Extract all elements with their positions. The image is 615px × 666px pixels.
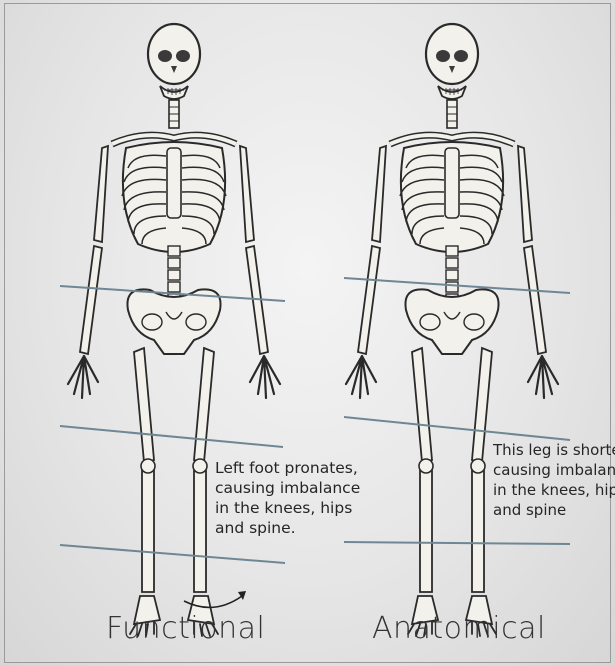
- caption-anatomical: Anatomical: [372, 611, 546, 646]
- caption-functional: Functional: [106, 611, 265, 646]
- note-functional-line-4: and spine.: [215, 518, 360, 538]
- skeleton-functional: [68, 24, 280, 636]
- note-anatomical-line-4: and spine: [493, 500, 615, 520]
- note-functional-line-3: in the knees, hips: [215, 498, 360, 518]
- note-anatomical-line-1: This leg is shorter: [493, 440, 615, 460]
- note-functional-line-1: Left foot pronates,: [215, 458, 360, 478]
- note-anatomical-line-2: causing imbalanc: [493, 460, 615, 480]
- note-anatomical-line-3: in the knees, hips: [493, 480, 615, 500]
- note-anatomical: This leg is shorter causing imbalanc in …: [493, 440, 615, 520]
- note-functional: Left foot pronates, causing imbalance in…: [215, 458, 360, 538]
- note-functional-line-2: causing imbalance: [215, 478, 360, 498]
